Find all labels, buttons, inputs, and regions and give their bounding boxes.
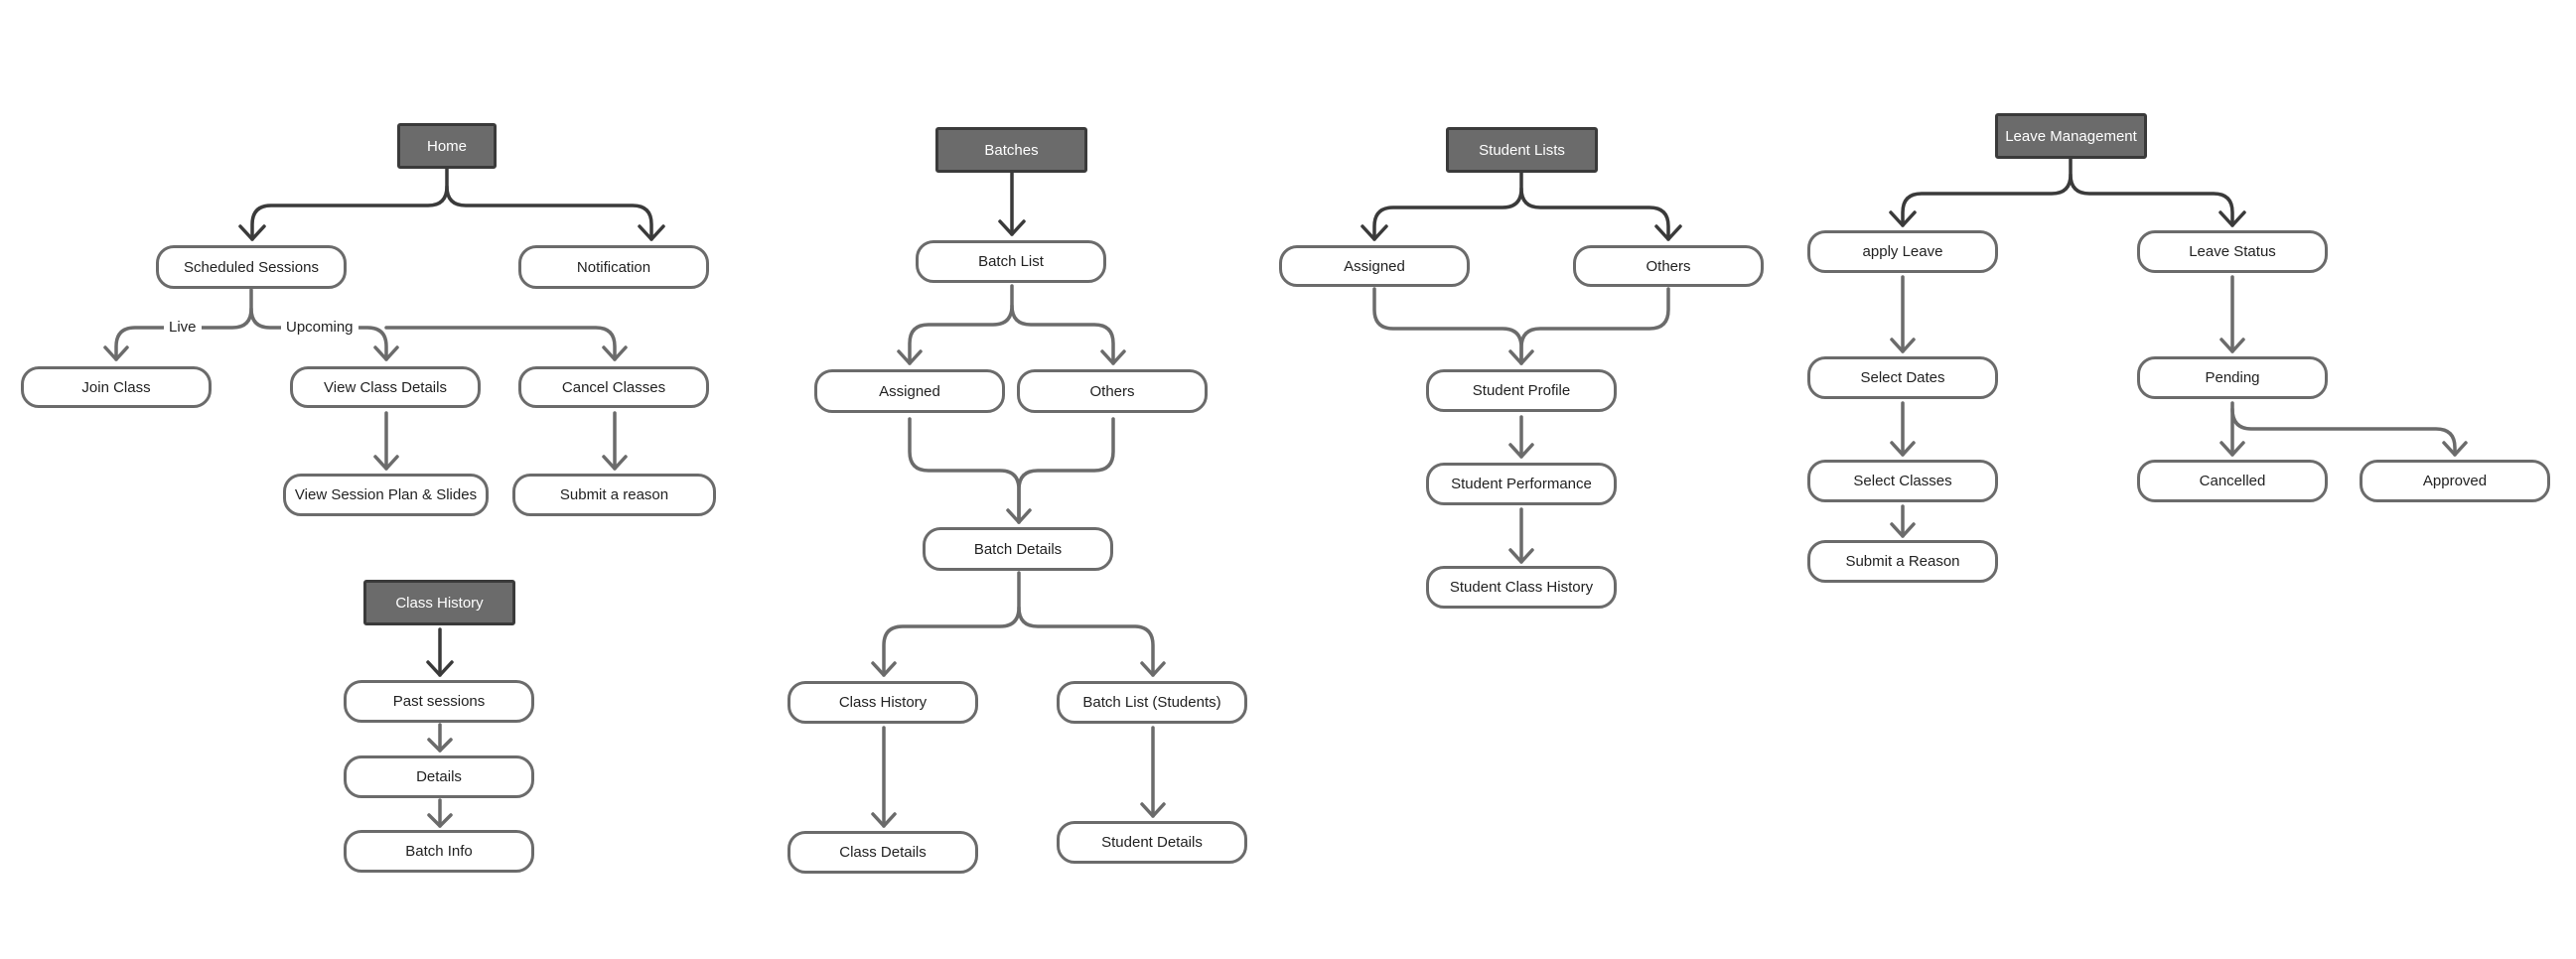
node-submit-reason: Submit a reason [512,474,716,516]
node-approved: Approved [2360,460,2550,502]
node-student-details: Student Details [1057,821,1247,864]
edge-leave-management-to-leave-status [2069,173,2234,227]
node-cancel-classes: Cancel Classes [518,366,709,408]
edge-others-to-batch-details [1017,417,1115,524]
node-past-sessions: Past sessions [344,680,534,723]
edge-home-to-scheduled-sessions [250,167,449,241]
edge-upcoming-view-class-details [249,307,388,361]
node-select-dates: Select Dates [1807,356,1998,399]
node-select-classes: Select Classes [1807,460,1998,502]
node-batch-info: Batch Info [344,830,534,873]
edge-others-to-student-profile [1519,287,1670,365]
node-batches-others: Others [1017,369,1208,413]
node-submit-a-reason: Submit a Reason [1807,540,1998,583]
node-batches: Batches [935,127,1087,173]
edge-leave-management-to-apply-leave [1901,157,2073,227]
edge-assigned-to-batch-details [908,417,1021,524]
edge-pending-to-approved [2230,407,2457,457]
edge-home-to-notification [445,185,653,241]
node-batch-list: Batch List [916,240,1106,283]
node-batch-list-students: Batch List (Students) [1057,681,1247,724]
node-leave-status: Leave Status [2137,230,2328,273]
node-view-session-plan: View Session Plan & Slides [283,474,489,516]
node-join-class: Join Class [21,366,212,408]
node-pending: Pending [2137,356,2328,399]
node-student-performance: Student Performance [1426,463,1617,505]
node-class-history-root: Class History [363,580,515,625]
edge-batch-details-to-batch-list-students [1017,606,1155,677]
node-student-class-history: Student Class History [1426,566,1617,609]
node-student-lists-others: Others [1573,245,1764,287]
edge-batch-list-to-assigned [908,284,1014,365]
node-student-lists-assigned: Assigned [1279,245,1470,287]
node-home: Home [397,123,497,169]
node-view-class-details: View Class Details [290,366,481,408]
edge-student-lists-to-assigned [1372,171,1523,241]
node-class-details: Class Details [787,831,978,874]
edge-batch-list-to-others [1010,304,1115,365]
edge-assigned-to-student-profile [1372,287,1523,365]
node-scheduled-sessions: Scheduled Sessions [156,245,347,289]
student-lists-connectors [1360,171,1682,241]
node-apply-leave: apply Leave [1807,230,1998,273]
node-student-profile: Student Profile [1426,369,1617,412]
node-batches-assigned: Assigned [814,369,1005,413]
node-leave-management: Leave Management [1995,113,2147,159]
node-details: Details [344,755,534,798]
edge-student-lists-to-others [1519,187,1670,241]
edge-label-live: Live [164,319,202,337]
home-connectors [238,167,665,241]
node-student-lists: Student Lists [1446,127,1598,173]
edge-upcoming-cancel-classes [384,326,617,361]
edge-label-upcoming: Upcoming [281,319,358,337]
node-batch-details: Batch Details [923,527,1113,571]
batches-connectors [998,171,1026,236]
node-notification: Notification [518,245,709,289]
leave-management-connectors [1889,157,2246,227]
edge-batch-details-to-class-history [882,571,1021,677]
node-cancelled: Cancelled [2137,460,2328,502]
class-history-connectors [426,627,454,677]
node-batches-class-history: Class History [787,681,978,724]
